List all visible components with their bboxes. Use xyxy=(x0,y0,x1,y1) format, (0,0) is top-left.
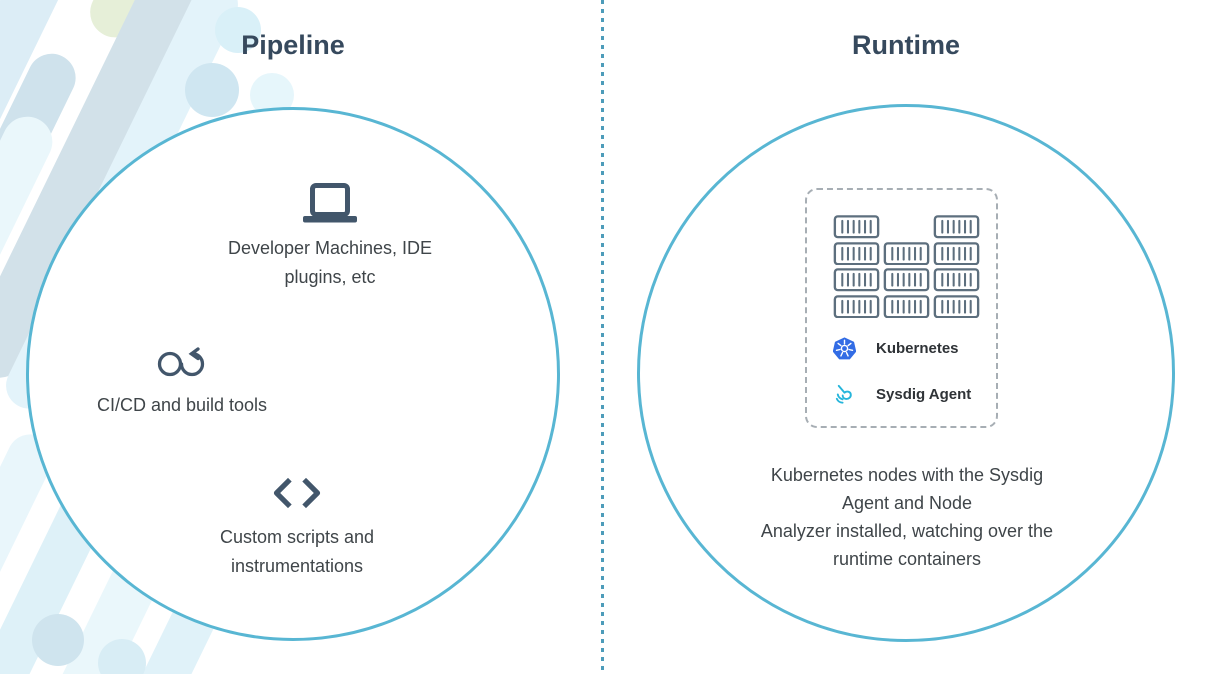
container-icon xyxy=(883,268,930,292)
container-icon xyxy=(833,242,880,266)
pipeline-item-custom-scripts: Custom scripts and instrumentations xyxy=(147,523,447,581)
laptop-icon xyxy=(303,183,357,223)
runtime-caption: Kubernetes nodes with the Sysdig Agent a… xyxy=(735,461,1079,573)
container-icon xyxy=(933,215,980,239)
pipeline-item-line: CI/CD and build tools xyxy=(96,395,268,415)
container-icon xyxy=(933,295,980,319)
kubernetes-node-box: Kubernetes Sysdig Agent xyxy=(805,188,998,428)
kubernetes-legend-row: Kubernetes xyxy=(833,337,959,360)
code-brackets-icon xyxy=(273,477,321,509)
container-icon xyxy=(933,268,980,292)
pipeline-item-cicd: CI/CD and build tools xyxy=(32,391,332,420)
sysdig-agent-icon xyxy=(835,384,852,404)
background-dot xyxy=(185,63,239,117)
pipeline-item-line: Developer Machines, IDE xyxy=(227,238,433,258)
container-icon xyxy=(833,215,880,239)
container-column xyxy=(883,242,930,319)
container-grid xyxy=(833,215,980,318)
background-dot xyxy=(98,639,146,674)
pipeline-item-line: plugins, etc xyxy=(284,267,376,287)
pipeline-item-line: Custom scripts and xyxy=(219,527,375,547)
container-icon xyxy=(833,268,880,292)
sysdig-agent-legend-row: Sysdig Agent xyxy=(833,383,971,406)
container-icon xyxy=(883,242,930,266)
kubernetes-label: Kubernetes xyxy=(876,340,959,357)
sysdig-agent-label: Sysdig Agent xyxy=(876,386,972,403)
runtime-caption-line: Agent and Node xyxy=(841,493,973,513)
container-column xyxy=(933,215,980,318)
section-divider xyxy=(601,0,604,674)
container-icon xyxy=(933,242,980,266)
runtime-caption-line: Analyzer installed, watching over the xyxy=(760,521,1054,541)
pipeline-item-line: instrumentations xyxy=(230,556,364,576)
runtime-caption-line: Kubernetes nodes with the Sysdig xyxy=(770,465,1044,485)
pipeline-item-dev-machines: Developer Machines, IDE plugins, etc xyxy=(180,234,480,292)
runtime-title: Runtime xyxy=(852,30,960,60)
background-dot xyxy=(32,614,84,666)
background-dot xyxy=(215,7,261,53)
runtime-circle xyxy=(637,104,1175,642)
pipeline-circle xyxy=(26,107,560,641)
container-column xyxy=(833,215,880,318)
container-icon xyxy=(883,295,930,319)
cicd-infinity-icon xyxy=(157,347,205,377)
runtime-caption-line: runtime containers xyxy=(832,549,982,569)
container-icon xyxy=(833,295,880,319)
kubernetes-icon xyxy=(833,337,856,360)
pipeline-title: Pipeline xyxy=(241,30,345,60)
